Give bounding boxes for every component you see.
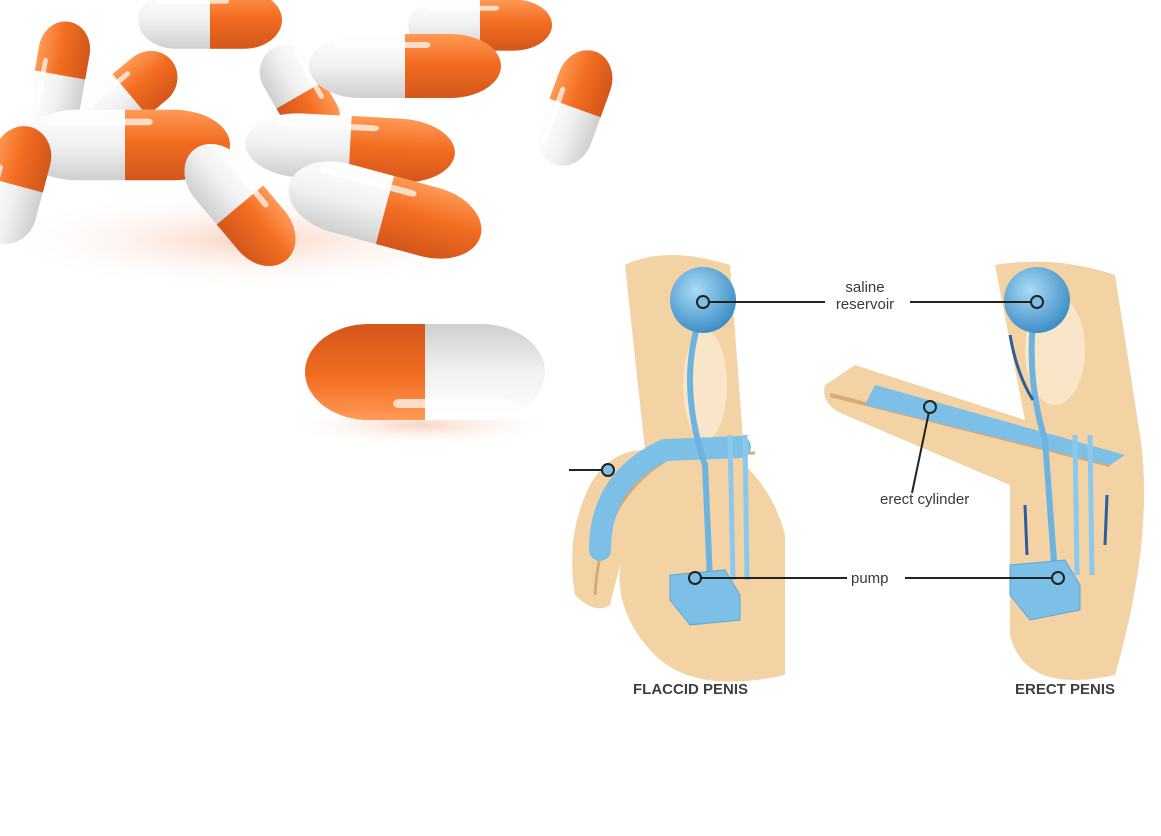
implant-diagram	[569, 255, 1145, 682]
label-line: saline	[845, 279, 885, 296]
capsule	[528, 42, 622, 174]
saline-reservoir-label: saline reservoir	[820, 279, 910, 313]
leader-lines	[569, 295, 1065, 585]
capsules-photo	[0, 0, 622, 447]
capsule	[138, 0, 282, 49]
capsule	[305, 324, 545, 420]
label-line: reservoir	[835, 296, 895, 313]
capsule	[309, 34, 501, 98]
pump-label: pump	[851, 570, 889, 587]
erect-cylinder-label: erect cylinder	[880, 491, 970, 508]
erect-caption: ERECT PENIS	[1015, 681, 1116, 698]
erect-figure	[824, 261, 1145, 680]
flaccid-figure	[572, 255, 785, 682]
flaccid-caption: FLACCID PENIS	[633, 681, 749, 698]
